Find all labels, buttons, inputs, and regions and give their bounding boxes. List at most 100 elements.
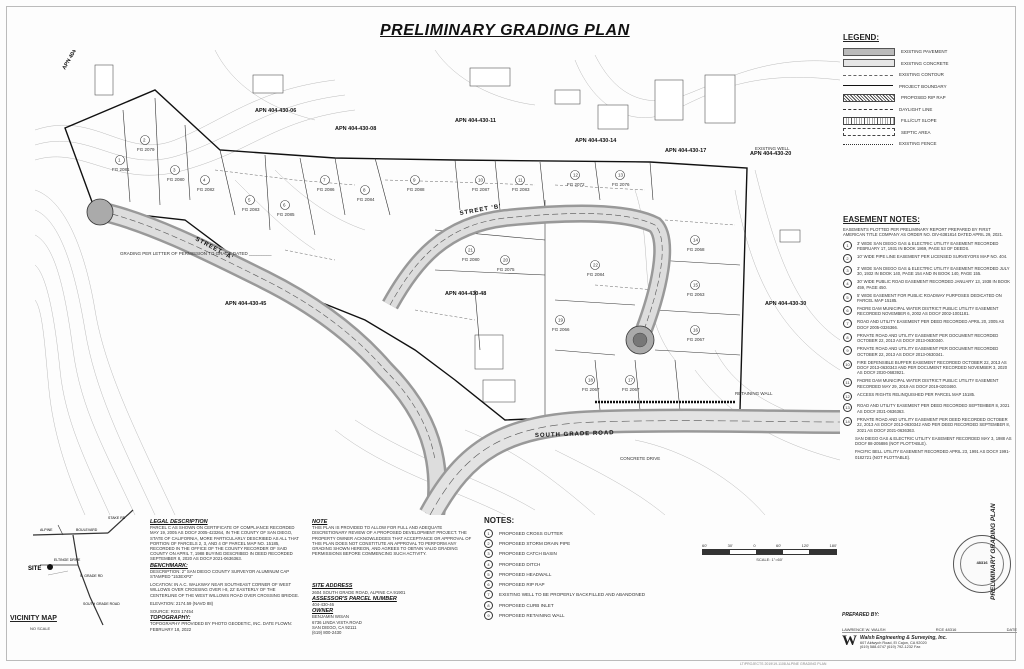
lot-marker: 8FG 2084 bbox=[357, 185, 375, 202]
legal-title: LEGAL DESCRIPTION bbox=[150, 519, 208, 525]
easement-text: 5' WIDE EASEMENT FOR PUBLIC ROADWAY PURP… bbox=[857, 292, 1002, 304]
site-address-text: 2604 SOUTH GRADE ROAD, ALPINE CA 91901 bbox=[312, 589, 406, 595]
engineer-stamp: 48316 bbox=[953, 535, 1011, 593]
apn-label: APN 404-430-48 bbox=[445, 291, 486, 297]
easement-number: 13 bbox=[843, 403, 852, 413]
easement-number: 6 bbox=[843, 306, 852, 316]
vicinity-road-sgrade: S. GRADE RD bbox=[80, 574, 103, 578]
scale-label: 120' bbox=[801, 543, 810, 548]
prepared-by-title: PREPARED BY: bbox=[842, 612, 880, 618]
lot-number: 18 bbox=[588, 378, 594, 383]
note-number: 4 bbox=[484, 559, 493, 569]
owner-phone: (619) 800-2430 bbox=[312, 630, 342, 636]
easement-text: PRIVATE ROAD AND UTILITY EASEMENT PER DO… bbox=[857, 332, 999, 344]
lot-marker: 7FG 2086 bbox=[317, 175, 335, 192]
lot-number: 8 bbox=[363, 188, 366, 193]
scale-label: 0 bbox=[753, 543, 756, 548]
topography-text: TOPOGRAPHY PROVIDED BY PHOTO GEODETIC, I… bbox=[150, 621, 292, 632]
fence-swatch bbox=[843, 141, 893, 147]
easement-text: PADRE DAM MUNICIPAL WATER DISTRICT PUBLI… bbox=[857, 306, 999, 317]
legal-column: LEGAL DESCRIPTION PARCEL C AS SHOWN ON C… bbox=[150, 518, 300, 632]
apn-label: APN 404-430-30 bbox=[765, 301, 806, 307]
road-label: SOUTH GRADE ROAD bbox=[535, 430, 615, 439]
finish-grade-label: FG 2075 bbox=[497, 267, 515, 272]
prepared-by-block: PREPARED BY: LAWRENCE W. WALSH RCE 48316… bbox=[842, 612, 1017, 649]
easement-number: 11 bbox=[843, 378, 852, 388]
lot-number: 10 bbox=[478, 178, 484, 183]
note-text: PROPOSED CATCH BASIN bbox=[499, 551, 557, 557]
benchmark-title: BENCHMARK: bbox=[150, 562, 188, 569]
apn-label: APN 404-430-29 bbox=[62, 50, 88, 71]
vicinity-site-label: SITE bbox=[28, 566, 41, 572]
lot-marker: 18 FG 2067 bbox=[582, 375, 600, 392]
note-text: EXISTING WELL TO BE PROPERLY BACKFILLED … bbox=[499, 592, 646, 598]
stamp-number: 48316 bbox=[976, 560, 988, 565]
easement-text: 10' WIDE PIPE LINE EASEMENT PER LICENSED… bbox=[857, 254, 1008, 260]
easement-text: ROAD AND UTILITY EASEMENT PER DEED RECOR… bbox=[857, 319, 1005, 330]
easement-text: PADRE DAM MUNICIPAL WATER DISTRICT PUBLI… bbox=[857, 378, 999, 389]
easement-text: 3' WIDE SAN DIEGO GAS & ELECTRIC UTILITY… bbox=[857, 265, 1010, 277]
easement-item: 11 PADRE DAM MUNICIPAL WATER DISTRICT PUB… bbox=[843, 378, 1013, 389]
apn-label: APN 404-430-08 bbox=[335, 126, 376, 132]
easement-text: FIRE DEFENSIBLE BUFFER EASEMENT RECORDED… bbox=[857, 359, 1008, 376]
lot-number: 11 bbox=[518, 178, 523, 183]
vicinity-title: VICINITY MAP bbox=[10, 615, 57, 622]
legend-item: PROPOSED RIP RAP bbox=[843, 92, 1013, 104]
easement-number: 14 bbox=[843, 416, 852, 426]
lot-number: 6 bbox=[283, 203, 286, 208]
finish-grade-label: FG 2079 bbox=[137, 147, 155, 152]
easement-number: 10 bbox=[843, 359, 852, 369]
easement-number: 9 bbox=[843, 346, 852, 356]
engineer-name: LAWRENCE W. WALSH bbox=[842, 627, 886, 632]
vertical-sheet-title: PRELIMINARY GRADING PLAN bbox=[990, 503, 997, 600]
finish-grade-label: FG 2086 bbox=[317, 187, 335, 192]
finish-grade-label: FG 2068 bbox=[687, 247, 705, 252]
firm-phone: (619) 588-6747 (619) 792-1232 Fax bbox=[860, 645, 921, 649]
street-a-road bbox=[86, 198, 448, 515]
daylight-lines bbox=[214, 169, 736, 321]
easement-number: 1 bbox=[843, 240, 852, 250]
owner-title: OWNER bbox=[312, 608, 334, 615]
daylight-swatch bbox=[843, 106, 893, 112]
assessor-title: ASSESSOR'S PARCEL NUMBER bbox=[312, 595, 397, 602]
easement-number: 12 bbox=[843, 391, 852, 401]
easement-item: 6 PADRE DAM MUNICIPAL WATER DISTRICT PUBL… bbox=[843, 306, 1013, 317]
easement-number bbox=[843, 449, 850, 456]
apn-label: APN 404-430-14 bbox=[575, 138, 617, 144]
note-title: NOTE bbox=[312, 519, 328, 525]
finish-grade-label: FG 2085 bbox=[277, 212, 295, 217]
lot-marker: 9FG 2088 bbox=[407, 175, 425, 192]
legend-item: DAYLIGHT LINE bbox=[843, 104, 1013, 116]
finish-grade-label: FG 2080 bbox=[167, 177, 185, 182]
legal-text: PARCEL C AS SHOWN ON CERTIFICATE OF COMP… bbox=[150, 525, 299, 562]
lot-marker: 2FG 2079 bbox=[137, 135, 155, 152]
firm-address: 607 Aldwych Road, El Cajon, CA 92020 bbox=[860, 641, 927, 645]
lot-marker: 3FG 2080 bbox=[167, 165, 185, 182]
finish-grade-label: FG 2067 bbox=[687, 337, 705, 342]
lot-number: 13 bbox=[618, 173, 624, 178]
firm-name: Walsh Engineering & Surveying, Inc. bbox=[860, 635, 947, 641]
easement-number: 3 bbox=[843, 265, 852, 275]
retaining-wall-label: RETAINING WALL bbox=[735, 391, 773, 396]
engineer-signature-line: LAWRENCE W. WALSH RCE 48316 DATE bbox=[842, 627, 1017, 633]
scale-label: 180' bbox=[829, 543, 837, 548]
existing-well-label: EXISTING WELL bbox=[755, 146, 790, 151]
finish-grade-label: FG 2067 bbox=[582, 387, 600, 392]
easement-text: 3' WIDE SAN DIEGO GAS & ELECTRIC UTILITY… bbox=[857, 240, 999, 252]
easement-text: PACIFIC BELL UTILITY EASEMENT RECORDED A… bbox=[855, 449, 1010, 460]
